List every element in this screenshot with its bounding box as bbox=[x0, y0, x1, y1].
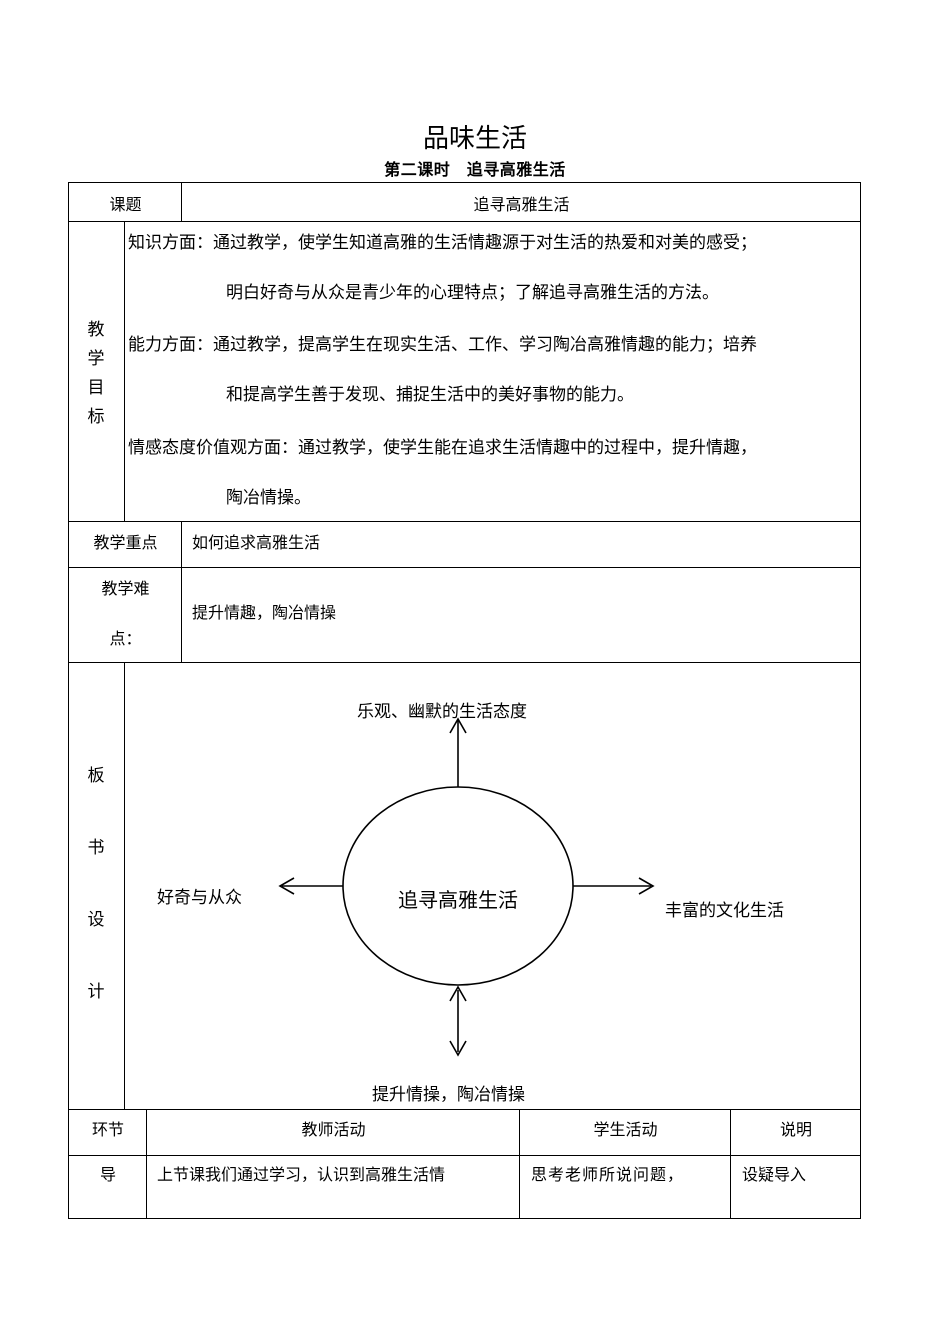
board-left-text: 好奇与从众 bbox=[157, 888, 242, 908]
arrow-right-head bbox=[638, 877, 655, 895]
row-notes-cell: 设疑导入 bbox=[742, 1165, 807, 1184]
board-right-text: 丰富的文化生活 bbox=[665, 901, 784, 921]
difficulty-label-line-2: 点： bbox=[109, 629, 142, 648]
difficulty-value: 提升情趣，陶冶情操 bbox=[192, 603, 337, 622]
header-notes: 说明 bbox=[779, 1120, 812, 1139]
board-design-label: 板 书 设 计 bbox=[87, 766, 105, 1002]
key-point-label: 教学重点 bbox=[93, 533, 158, 552]
board-center-text: 追寻高雅生活 bbox=[398, 888, 518, 912]
row-segment-cell: 导 bbox=[99, 1165, 116, 1184]
objective-ability-line-2: 和提高学生善于发现、捕捉生活中的美好事物的能力。 bbox=[226, 385, 634, 405]
objective-knowledge-line-1: 知识方面：通过教学，使学生知道高雅的生活情趣源于对生活的热爱和对美的感受； bbox=[128, 233, 757, 253]
arrow-down-head-top bbox=[449, 985, 467, 1002]
board-bottom-text: 提升情操，陶冶情操 bbox=[372, 1085, 525, 1105]
objective-ability-line-1: 能力方面：通过教学，提高学生在现实生活、工作、学习陶冶高雅情趣的能力；培养 bbox=[128, 335, 757, 355]
topic-value: 追寻高雅生活 bbox=[473, 195, 570, 214]
objective-knowledge-line-2: 明白好奇与从众是青少年的心理特点；了解追寻高雅生活的方法。 bbox=[226, 283, 719, 303]
header-segment: 环节 bbox=[91, 1120, 124, 1139]
objective-attitude-line-1: 情感态度价值观方面：通过教学，使学生能在追求生活情趣中的过程中，提升情趣， bbox=[128, 438, 757, 458]
row-teacher-activity-cell: 上节课我们通过学习，认识到高雅生活情 bbox=[157, 1165, 446, 1184]
topic-label: 课题 bbox=[109, 195, 142, 214]
difficulty-label-line-1: 教学难 bbox=[101, 579, 150, 598]
row-student-activity-cell: 思考老师所说问题， bbox=[531, 1165, 685, 1184]
document-title: 品味生活 bbox=[422, 124, 527, 154]
arrow-up-head bbox=[449, 717, 467, 734]
arrow-left-head bbox=[278, 877, 295, 895]
lesson-subtitle: 第二课时 追寻高雅生活 bbox=[384, 160, 566, 179]
objectives-label: 教 学 目 标 bbox=[87, 320, 105, 427]
arrow-down-head-bottom bbox=[449, 1040, 467, 1057]
header-teacher-activity: 教师活动 bbox=[301, 1120, 366, 1139]
objective-attitude-line-2: 陶冶情操。 bbox=[226, 488, 311, 508]
key-point-value: 如何追求高雅生活 bbox=[192, 533, 321, 552]
board-top-text: 乐观、幽默的生活态度 bbox=[357, 702, 527, 722]
header-student-activity: 学生活动 bbox=[593, 1120, 658, 1139]
